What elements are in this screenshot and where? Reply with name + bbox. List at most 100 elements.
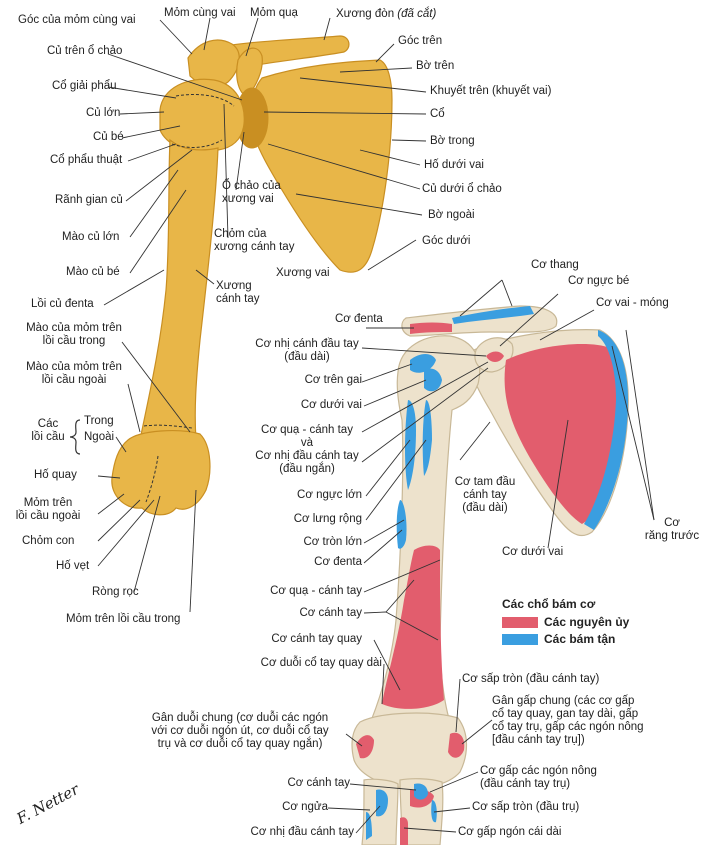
label-co-vai-mong: Cơ vai - móng bbox=[596, 297, 669, 309]
insertion-pronator-ulna bbox=[431, 800, 437, 823]
label-co-sap-tron-dau-tru: Cơ sấp tròn (đầu trụ) bbox=[472, 801, 580, 813]
label-mom-tren-loi-cau-trong: Mỏm trên lồi cầu trong bbox=[66, 613, 181, 625]
label-co: Cổ bbox=[430, 108, 445, 120]
insertion-latissimus bbox=[422, 400, 432, 476]
elbow-right bbox=[351, 712, 468, 790]
label-co-giai-phau: Cổ giải phẩu bbox=[52, 80, 117, 92]
insertion-deltoid bbox=[396, 500, 407, 549]
origin-flexor-pollicis bbox=[400, 817, 408, 845]
insertion-pectoralis-major bbox=[405, 400, 416, 490]
label-co-canh-tay-2: Cơ cánh tay bbox=[287, 777, 350, 789]
label-co-ngua: Cơ ngửa bbox=[282, 801, 328, 813]
label-goc-duoi: Góc dưới bbox=[422, 235, 471, 247]
label-co-duoi-vai: Cơ dưới vai bbox=[300, 399, 362, 411]
label-trong: Trong bbox=[84, 415, 114, 427]
label-cu-lon: Củ lớn bbox=[86, 107, 121, 119]
origin-biceps-short bbox=[486, 351, 504, 362]
insertion-supinator bbox=[366, 812, 372, 840]
label-co-tren-gai: Cơ trên gai bbox=[304, 374, 362, 386]
label-ho-vet: Hố vẹt bbox=[56, 560, 90, 572]
condyles-brace bbox=[69, 419, 81, 455]
legend-insertion-swatch bbox=[502, 633, 538, 645]
label-cu-be: Củ bé bbox=[93, 131, 124, 143]
insertion-supraspinatus bbox=[410, 354, 436, 373]
insertion-biceps-radius bbox=[376, 789, 388, 817]
origin-common-extensor bbox=[356, 735, 374, 759]
label-goc-tren: Góc trên bbox=[398, 35, 443, 47]
label-co-nhi-dau-canh-tay: Cơ nhị đầu cánh tay bbox=[250, 826, 354, 838]
label-mom-qua: Mỏm quạ bbox=[250, 7, 298, 19]
insertion-serratus bbox=[584, 330, 628, 530]
insertion-trapezius-clavicle bbox=[452, 306, 534, 324]
label-co-denta: Cơ đenta bbox=[335, 313, 383, 325]
label-co-nguc-lon: Cơ ngực lớn bbox=[297, 489, 362, 501]
label-co-canh-tay-quay: Cơ cánh tay quay bbox=[271, 633, 362, 645]
right-bones bbox=[351, 305, 629, 845]
label-xuong-don: Xương đòn (đã cắt) bbox=[336, 8, 437, 20]
label-khuyet-tren: Khuyết trên (khuyết vai) bbox=[430, 85, 552, 97]
legend-origin: Các nguyên ủy bbox=[502, 615, 629, 629]
label-ho-duoi-vai: Hố dưới vai bbox=[424, 159, 484, 171]
label-co-nguc-be: Cơ ngực bé bbox=[568, 275, 630, 287]
label-co-duoi-vai-2: Cơ dưới vai bbox=[502, 546, 564, 558]
condyle-line bbox=[145, 455, 159, 503]
legend-origin-swatch bbox=[502, 616, 538, 628]
leader-lines bbox=[97, 17, 655, 834]
legend-insertion-label: Các bám tận bbox=[544, 632, 616, 646]
label-co-gap-ngon-cai-dai: Cơ gấp ngón cái dài bbox=[458, 826, 562, 838]
anatomical-neck-line bbox=[175, 93, 235, 107]
label-mom-cung-vai: Mỏm cùng vai bbox=[164, 7, 236, 19]
label-goc-mom-cung-vai: Góc của mỏm cùng vai bbox=[18, 14, 136, 26]
label-co-duoi-co-tay-quay-dai: Cơ duỗi cổ tay quay dài bbox=[260, 657, 382, 669]
label-co-lung-rong: Cơ lưng rộng bbox=[293, 513, 362, 525]
label-co-phau-thuat: Cổ phẩu thuật bbox=[50, 154, 123, 166]
label-cu-duoi-o-chao: Củ dưới ổ chảo bbox=[422, 183, 502, 195]
label-ngoai: Ngoài bbox=[84, 431, 115, 443]
label-bo-trong: Bờ trong bbox=[430, 135, 475, 147]
label-co-denta-2: Cơ đenta bbox=[314, 556, 362, 568]
humerus-shaft bbox=[139, 138, 219, 441]
legend: Các chổ bám cơ Các nguyên ủy Các bám tận bbox=[502, 597, 629, 649]
label-cu-tren-o-chao: Củ trên ổ chảo bbox=[47, 45, 123, 57]
origin-deltoid-clavicle bbox=[410, 322, 452, 334]
label-co-tron-lon: Cơ tròn lớn bbox=[303, 536, 362, 548]
label-mao-cu-be: Mào củ bé bbox=[66, 266, 120, 278]
humerus-distal bbox=[111, 430, 211, 516]
label-bo-ngoai: Bờ ngoài bbox=[428, 209, 475, 221]
legend-origin-label: Các nguyên ủy bbox=[544, 615, 630, 629]
label-chom-con: Chỏm con bbox=[22, 535, 75, 547]
legend-insertion: Các bám tận bbox=[502, 632, 629, 646]
insertion-subscapularis bbox=[424, 368, 442, 392]
label-xuong-vai: Xương vai bbox=[276, 267, 330, 279]
label-ho-quay: Hố quay bbox=[34, 469, 77, 481]
origin-subscapularis bbox=[504, 344, 618, 524]
label-co-thang: Cơ thang bbox=[531, 259, 579, 271]
label-ranh-gian-cu: Rãnh gian củ bbox=[55, 194, 123, 206]
label-co-nhi-dau-dai: Cơ nhị cánh đầu tay(đầu dài) bbox=[255, 338, 359, 363]
label-bo-tren: Bờ trên bbox=[416, 60, 455, 72]
label-co-sap-tron-dau-canh-tay: Cơ sấp tròn (đầu cánh tay) bbox=[462, 673, 600, 685]
label-mao-cu-lon: Mào củ lớn bbox=[62, 231, 120, 243]
label-loi-cu-denta: Lồi củ đenta bbox=[31, 298, 94, 310]
surgical-neck-line bbox=[171, 139, 223, 148]
label-co-canh-tay: Cơ cánh tay bbox=[299, 607, 362, 619]
origin-common-flexor bbox=[448, 732, 465, 758]
origin-brachialis bbox=[382, 545, 444, 709]
label-co-qua-canh-tay: Cơ quạ - cánh tay bbox=[270, 585, 362, 597]
insertion-brachialis-ulna bbox=[414, 783, 428, 800]
label-co-gap-cac-ngon-nong: Cơ gấp các ngón nông(đầu cánh tay trụ) bbox=[480, 765, 597, 790]
